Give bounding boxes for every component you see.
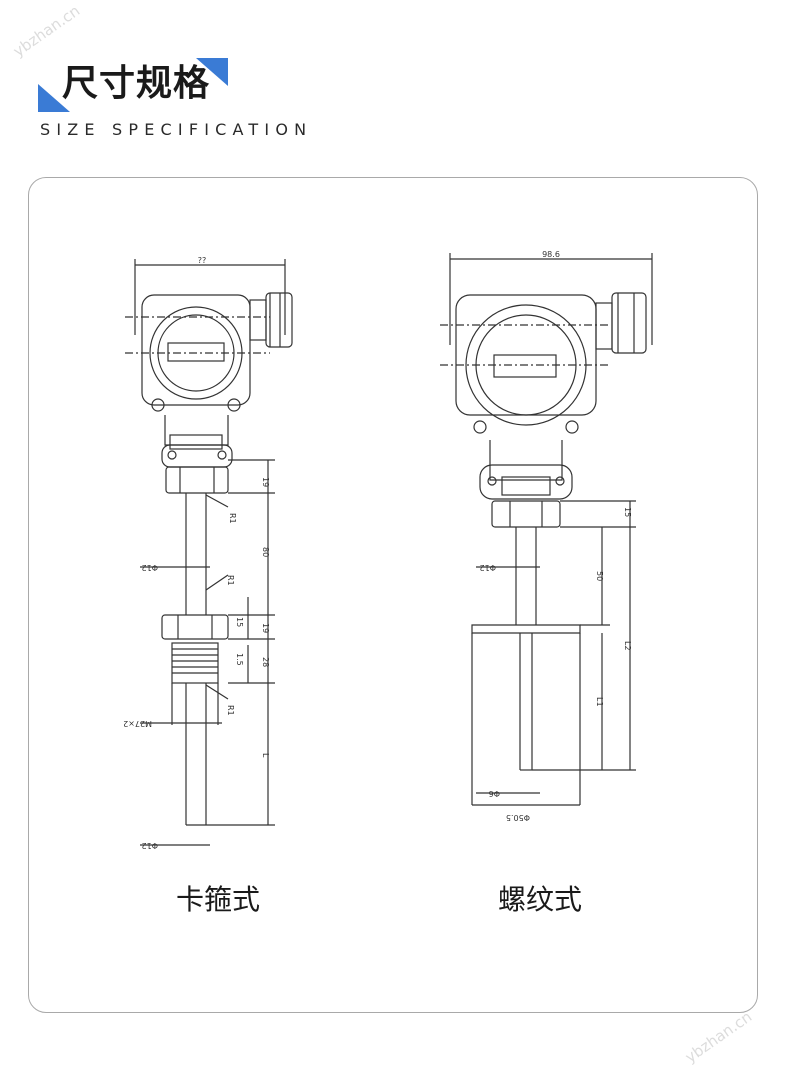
thread-type-drawing: 98.6 15 50 L2 L1 Φ12 Φ6 Φ50.5 [440, 250, 653, 822]
dim-1-5: 1.5 [235, 653, 244, 666]
dim-r1-b: R1 [226, 575, 235, 586]
dim-28: 28 [261, 657, 270, 667]
dim-phi12: Φ12 [480, 563, 496, 572]
dim-15: 15 [235, 617, 244, 627]
dim-phi12-upper: Φ12 [142, 563, 158, 572]
dim-L1: L1 [595, 697, 604, 707]
header: 尺寸规格 SIZE SPECIFICATION [0, 0, 790, 170]
dim-50: 50 [595, 571, 604, 581]
dim-r1-a: R1 [228, 513, 237, 524]
dim-phi12-lower: Φ12 [142, 841, 158, 850]
dim-phi50-5: Φ50.5 [506, 813, 530, 822]
dim-L: L [261, 753, 270, 758]
corner-accent-left [38, 84, 70, 112]
page-title: 尺寸规格 [62, 63, 211, 104]
dim-L2: L2 [623, 641, 632, 651]
clamp-type-drawing: ?? 19 80 15 19 1.5 28 L R1 R1 R1 Φ12 M27… [123, 256, 293, 850]
thread-type-caption: 螺纹式 [497, 883, 582, 916]
page-subtitle: SIZE SPECIFICATION [40, 120, 313, 139]
dim-19b: 19 [261, 623, 270, 633]
dim-15: 15 [623, 507, 632, 517]
dim-top-width: ?? [198, 256, 207, 265]
dim-19a: 19 [261, 477, 270, 487]
watermark-bottom: ybzhan.cn [681, 1007, 756, 1067]
dim-phi6: Φ6 [489, 789, 500, 798]
corner-accent-right [196, 58, 228, 86]
dim-top-width: 98.6 [542, 250, 560, 259]
dim-m27: M27×2 [123, 719, 152, 728]
dim-r1-c: R1 [226, 705, 235, 716]
clamp-type-caption: 卡箍式 [175, 883, 260, 916]
drawing-panel [28, 177, 758, 1013]
dim-80: 80 [261, 547, 270, 557]
